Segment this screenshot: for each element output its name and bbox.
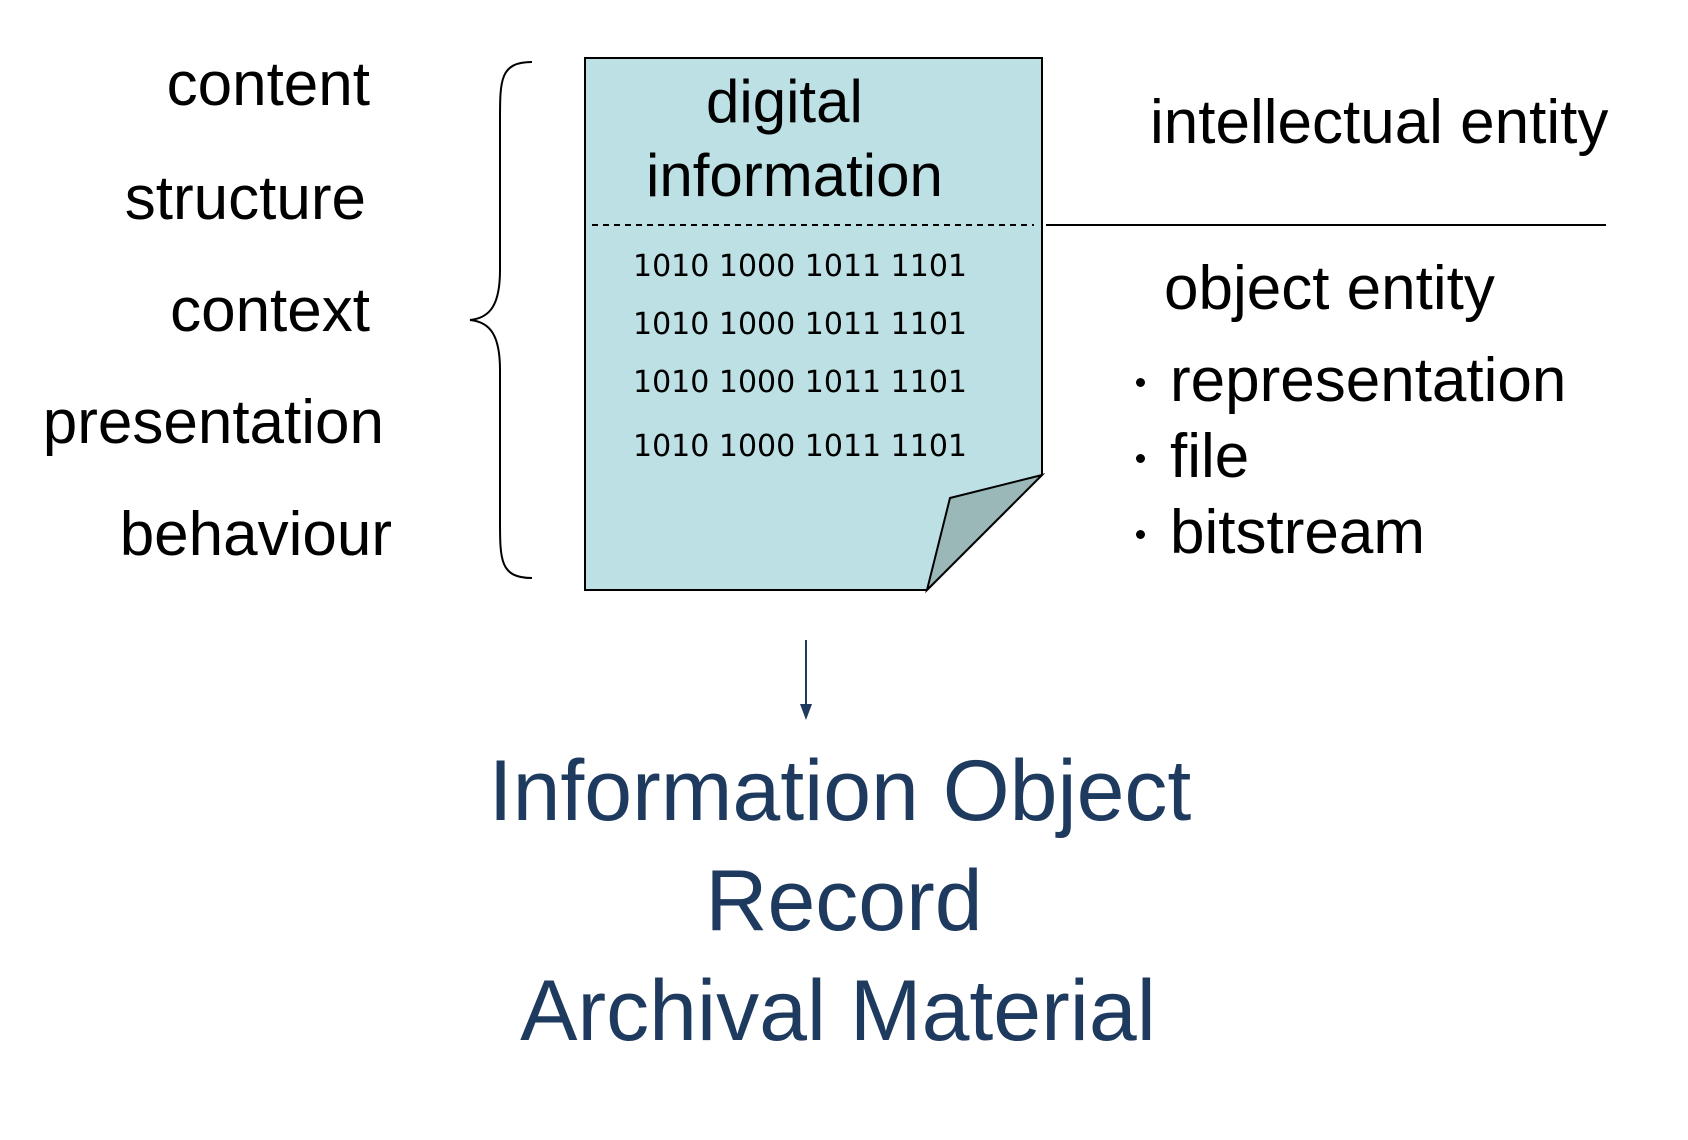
bullet-icon xyxy=(1136,530,1145,539)
term-record: Record xyxy=(705,853,983,949)
document-title-line1: digital xyxy=(706,68,863,135)
document-title-line2: information xyxy=(646,142,943,209)
binary-line: 1010 1000 1011 1101 xyxy=(633,429,967,464)
object-item-bitstream: bitstream xyxy=(1136,502,1425,564)
object-item-label: representation xyxy=(1170,346,1567,415)
binary-line: 1010 1000 1011 1101 xyxy=(633,249,967,284)
intellectual-entity-label: intellectual entity xyxy=(1150,88,1609,157)
aspect-label-structure: structure xyxy=(124,164,366,233)
down-arrow-head-icon xyxy=(800,704,812,720)
object-entity-label: object entity xyxy=(1164,254,1495,323)
aspect-label-context: context xyxy=(170,276,370,345)
bullet-icon xyxy=(1136,454,1145,463)
document-folded-corner xyxy=(925,473,1046,594)
binary-line: 1010 1000 1011 1101 xyxy=(633,365,967,400)
aspect-labels: content structure context presentation b… xyxy=(0,0,398,600)
object-item-representation: representation xyxy=(1136,350,1566,412)
object-item-file: file xyxy=(1136,426,1249,488)
binary-line: 1010 1000 1011 1101 xyxy=(633,307,967,342)
aspect-label-behaviour: behaviour xyxy=(119,500,392,569)
term-archival-material: Archival Material xyxy=(520,963,1156,1059)
aspect-label-presentation: presentation xyxy=(42,388,384,457)
bullet-icon xyxy=(1136,378,1145,387)
aspect-label-content: content xyxy=(166,50,370,119)
object-item-label: file xyxy=(1170,422,1250,491)
curly-brace xyxy=(469,61,533,579)
term-information-object: Information Object xyxy=(488,743,1192,839)
object-item-label: bitstream xyxy=(1170,498,1425,567)
